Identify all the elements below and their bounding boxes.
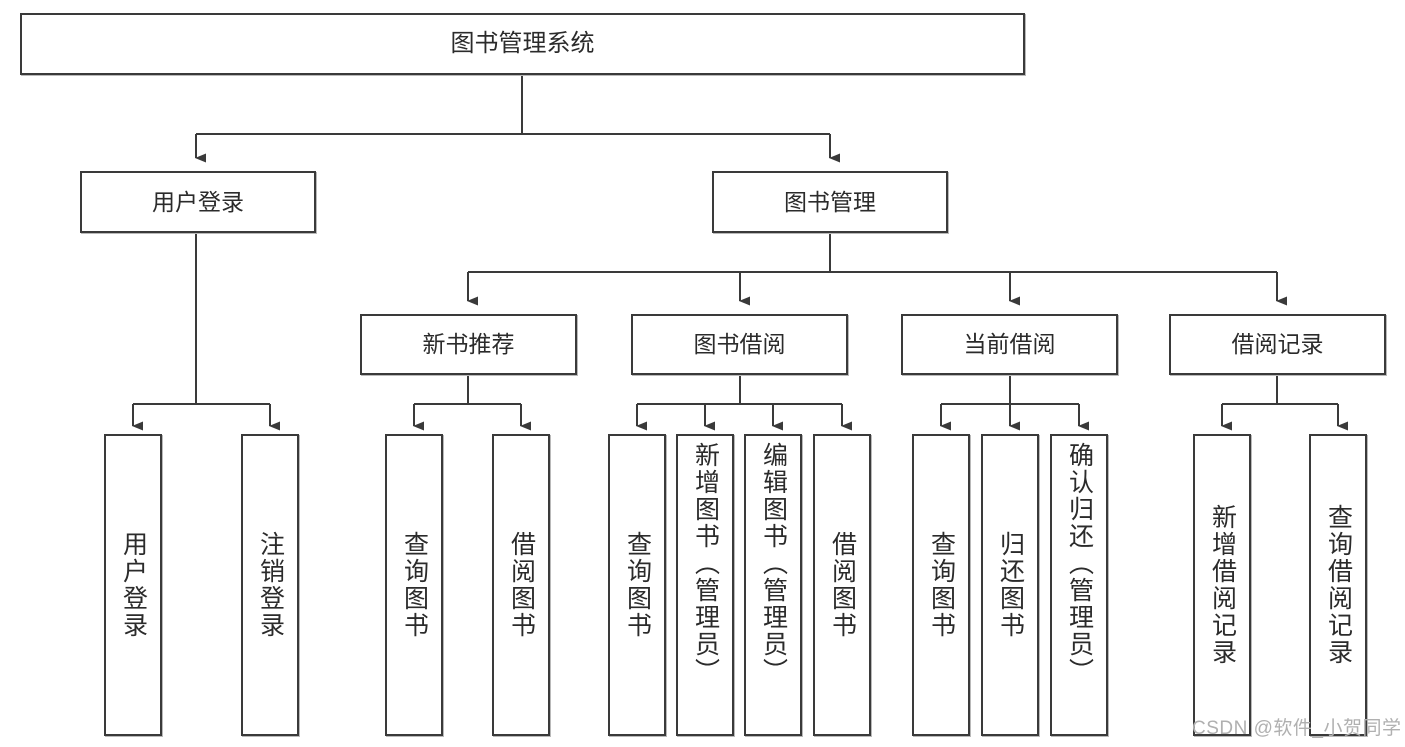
node-leaf-borrow-book-2-label: 借阅图书 — [828, 531, 857, 639]
node-new-book-recommend-label: 新书推荐 — [422, 331, 515, 358]
node-leaf-query-book-2[interactable]: 查询图书 — [608, 434, 666, 736]
node-leaf-edit-book[interactable]: 编辑图书（管理员） — [744, 434, 802, 736]
node-current-borrow[interactable]: 当前借阅 — [901, 314, 1118, 375]
node-leaf-user-logout-label: 注销登录 — [256, 531, 285, 639]
node-leaf-add-record-label: 新增借阅记录 — [1208, 504, 1237, 666]
node-leaf-borrow-book-1-label: 借阅图书 — [507, 531, 536, 639]
node-user-login-label: 用户登录 — [152, 188, 244, 215]
node-book-borrow[interactable]: 图书借阅 — [631, 314, 848, 375]
node-leaf-confirm-return[interactable]: 确认归还（管理员） — [1050, 434, 1108, 736]
node-leaf-query-book-1[interactable]: 查询图书 — [385, 434, 443, 736]
node-leaf-borrow-book-2[interactable]: 借阅图书 — [813, 434, 871, 736]
node-user-login[interactable]: 用户登录 — [80, 171, 316, 233]
node-leaf-borrow-book-1[interactable]: 借阅图书 — [492, 434, 550, 736]
node-leaf-return-book-label: 归还图书 — [996, 531, 1025, 639]
node-book-manage-label: 图书管理 — [784, 188, 876, 215]
node-leaf-query-book-1-label: 查询图书 — [400, 531, 429, 639]
node-borrow-record[interactable]: 借阅记录 — [1169, 314, 1386, 375]
node-leaf-add-book-label: 新增图书（管理员） — [691, 442, 720, 685]
node-leaf-add-record[interactable]: 新增借阅记录 — [1193, 434, 1251, 736]
node-root[interactable]: 图书管理系统 — [20, 13, 1025, 75]
node-leaf-query-book-3[interactable]: 查询图书 — [912, 434, 970, 736]
node-leaf-query-record[interactable]: 查询借阅记录 — [1309, 434, 1367, 736]
node-new-book-recommend[interactable]: 新书推荐 — [360, 314, 577, 375]
node-leaf-query-book-2-label: 查询图书 — [623, 531, 652, 639]
node-leaf-query-record-label: 查询借阅记录 — [1324, 504, 1353, 666]
node-leaf-user-login-label: 用户登录 — [119, 531, 148, 639]
node-leaf-add-book[interactable]: 新增图书（管理员） — [676, 434, 734, 736]
node-book-borrow-label: 图书借阅 — [693, 331, 786, 358]
node-leaf-user-login[interactable]: 用户登录 — [104, 434, 162, 736]
node-book-manage[interactable]: 图书管理 — [712, 171, 948, 233]
node-borrow-record-label: 借阅记录 — [1231, 331, 1324, 358]
node-leaf-edit-book-label: 编辑图书（管理员） — [759, 442, 788, 685]
node-root-label: 图书管理系统 — [450, 30, 595, 58]
node-leaf-query-book-3-label: 查询图书 — [927, 531, 956, 639]
watermark-text: CSDN @软件_小贺同学 — [1192, 718, 1402, 739]
node-leaf-user-logout[interactable]: 注销登录 — [241, 434, 299, 736]
node-current-borrow-label: 当前借阅 — [963, 331, 1056, 358]
node-leaf-confirm-return-label: 确认归还（管理员） — [1065, 442, 1094, 685]
node-leaf-return-book[interactable]: 归还图书 — [981, 434, 1039, 736]
